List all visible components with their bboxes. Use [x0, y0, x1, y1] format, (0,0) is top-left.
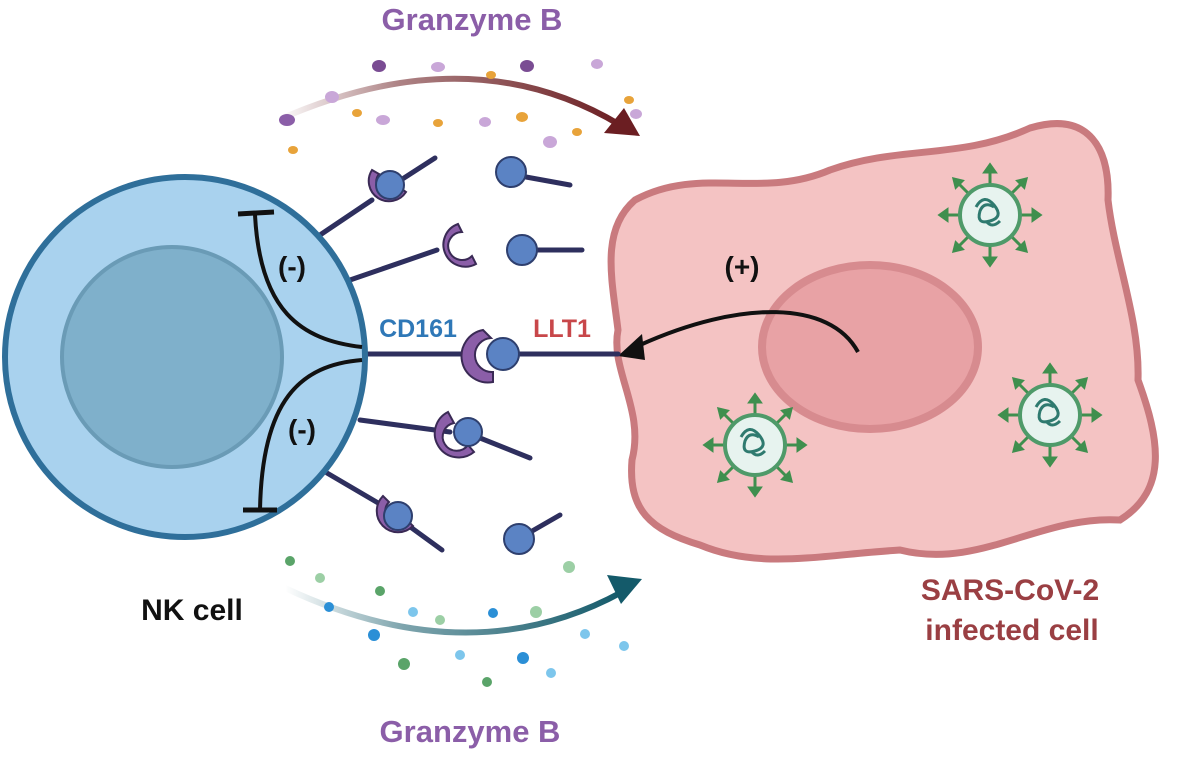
receptor-ligand-pair-5 — [375, 494, 415, 534]
virus-particle-top — [937, 162, 1043, 268]
infected-cell — [607, 120, 1159, 563]
activation-label: (+) — [725, 251, 760, 282]
virus-particle-right — [997, 362, 1103, 468]
nk-cell-label: NK cell — [141, 594, 243, 627]
granzyme-bottom-arrow — [283, 585, 624, 636]
inhibition-bar-top — [237, 209, 275, 217]
receptor-ligand-pair-4 — [433, 410, 483, 459]
infected-cell-nucleus — [758, 261, 982, 433]
free-llt1-ligand-3 — [503, 523, 535, 555]
granzyme-stream-top — [276, 59, 642, 154]
infected-cell-label-line2: infected cell — [925, 614, 1098, 647]
granzyme-bottom-label: Granzyme B — [380, 714, 561, 749]
infected-cell-label-line1: SARS-CoV-2 — [921, 574, 1099, 607]
granzyme-bottom-arrowhead — [607, 575, 642, 604]
granzyme-bottom-particles — [285, 556, 629, 687]
activation-arrowhead — [618, 334, 645, 360]
granzyme-top-particles — [279, 59, 642, 154]
llt1-label: LLT1 — [533, 315, 591, 343]
cd161-label: CD161 — [379, 315, 457, 343]
receptor-ligand-pairs — [314, 155, 621, 555]
nk-cell — [2, 174, 368, 540]
free-llt1-ligand-1 — [495, 156, 527, 188]
receptor-unbound — [442, 222, 478, 268]
inhibition-label-top: (-) — [278, 251, 306, 282]
activation-arrow — [639, 310, 860, 353]
cd161-llt1-complex — [460, 328, 520, 384]
virus-particle-left — [702, 392, 808, 498]
inhibition-curve-top — [253, 214, 363, 349]
granzyme-top-arrowhead — [604, 108, 640, 136]
granzyme-top-label: Granzyme B — [382, 2, 563, 37]
granzyme-stream-bottom — [283, 556, 642, 687]
free-llt1-ligand-2 — [506, 234, 538, 266]
receptor-ligand-pair-1 — [367, 168, 408, 203]
nk-cell-nucleus — [60, 245, 284, 469]
inhibition-label-bottom: (-) — [288, 414, 316, 445]
inhibition-curve-bottom — [258, 358, 363, 511]
